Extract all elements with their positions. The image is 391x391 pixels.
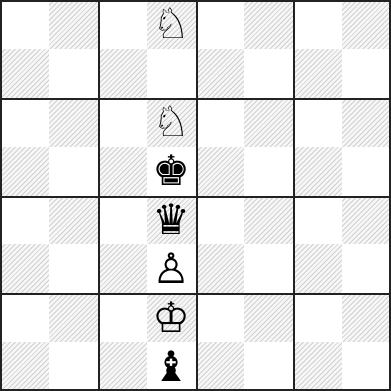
square-a2[interactable] xyxy=(0,293,49,342)
square-d4[interactable]: ♛ xyxy=(147,196,196,245)
square-g4[interactable] xyxy=(293,196,342,245)
square-g8[interactable] xyxy=(293,0,342,49)
square-b7[interactable] xyxy=(49,49,98,98)
white-king-piece[interactable]: ♔ xyxy=(152,297,190,339)
square-a1[interactable] xyxy=(0,342,49,391)
square-f8[interactable] xyxy=(244,0,293,49)
square-b4[interactable] xyxy=(49,196,98,245)
square-c5[interactable] xyxy=(98,147,147,196)
square-a5[interactable] xyxy=(0,147,49,196)
square-c3[interactable] xyxy=(98,244,147,293)
square-f4[interactable] xyxy=(244,196,293,245)
square-e3[interactable] xyxy=(196,244,245,293)
square-e8[interactable] xyxy=(196,0,245,49)
square-h8[interactable] xyxy=(342,0,391,49)
square-e2[interactable] xyxy=(196,293,245,342)
square-d7[interactable] xyxy=(147,49,196,98)
board-horizontal-line xyxy=(0,196,391,198)
square-h6[interactable] xyxy=(342,98,391,147)
black-queen-piece[interactable]: ♛ xyxy=(152,199,190,241)
black-king-piece[interactable]: ♚ xyxy=(152,150,190,192)
square-c6[interactable] xyxy=(98,98,147,147)
square-g2[interactable] xyxy=(293,293,342,342)
square-h3[interactable] xyxy=(342,244,391,293)
board-horizontal-line xyxy=(0,293,391,295)
square-b5[interactable] xyxy=(49,147,98,196)
square-d8[interactable]: ♘ xyxy=(147,0,196,49)
square-c7[interactable] xyxy=(98,49,147,98)
square-h1[interactable] xyxy=(342,342,391,391)
square-f7[interactable] xyxy=(244,49,293,98)
square-g6[interactable] xyxy=(293,98,342,147)
square-e5[interactable] xyxy=(196,147,245,196)
square-h2[interactable] xyxy=(342,293,391,342)
board-vertical-line xyxy=(293,0,295,391)
square-f3[interactable] xyxy=(244,244,293,293)
square-g3[interactable] xyxy=(293,244,342,293)
square-d1[interactable]: ♝ xyxy=(147,342,196,391)
square-f6[interactable] xyxy=(244,98,293,147)
square-a4[interactable] xyxy=(0,196,49,245)
square-c4[interactable] xyxy=(98,196,147,245)
square-f2[interactable] xyxy=(244,293,293,342)
square-f1[interactable] xyxy=(244,342,293,391)
square-c1[interactable] xyxy=(98,342,147,391)
square-e4[interactable] xyxy=(196,196,245,245)
square-f5[interactable] xyxy=(244,147,293,196)
square-b3[interactable] xyxy=(49,244,98,293)
square-e6[interactable] xyxy=(196,98,245,147)
square-b6[interactable] xyxy=(49,98,98,147)
square-h5[interactable] xyxy=(342,147,391,196)
square-d5[interactable]: ♚ xyxy=(147,147,196,196)
black-bishop-piece[interactable]: ♝ xyxy=(152,346,190,388)
square-d2[interactable]: ♔ xyxy=(147,293,196,342)
square-h7[interactable] xyxy=(342,49,391,98)
square-a8[interactable] xyxy=(0,0,49,49)
square-a3[interactable] xyxy=(0,244,49,293)
square-b8[interactable] xyxy=(49,0,98,49)
square-h4[interactable] xyxy=(342,196,391,245)
white-knight-piece[interactable]: ♘ xyxy=(152,3,190,45)
square-d6[interactable]: ♘ xyxy=(147,98,196,147)
square-g7[interactable] xyxy=(293,49,342,98)
square-g1[interactable] xyxy=(293,342,342,391)
square-a6[interactable] xyxy=(0,98,49,147)
square-e1[interactable] xyxy=(196,342,245,391)
square-c2[interactable] xyxy=(98,293,147,342)
white-knight-piece[interactable]: ♘ xyxy=(152,101,190,143)
square-c8[interactable] xyxy=(98,0,147,49)
square-e7[interactable] xyxy=(196,49,245,98)
square-g5[interactable] xyxy=(293,147,342,196)
white-pawn-piece[interactable]: ♙ xyxy=(152,248,190,290)
square-d3[interactable]: ♙ xyxy=(147,244,196,293)
square-b1[interactable] xyxy=(49,342,98,391)
square-b2[interactable] xyxy=(49,293,98,342)
square-a7[interactable] xyxy=(0,49,49,98)
